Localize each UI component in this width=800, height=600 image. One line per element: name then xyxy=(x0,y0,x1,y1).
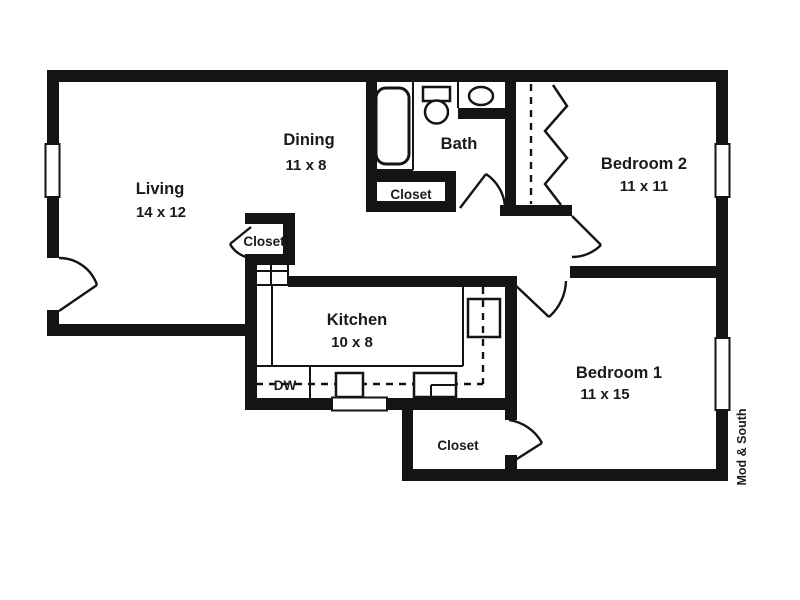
bedroom1-closet-label: Closet xyxy=(437,438,479,453)
wall-bathcloset-bottom xyxy=(366,201,456,212)
wall-left-mid xyxy=(47,196,59,258)
wall-bathcloset-top xyxy=(366,171,456,182)
wall-kitchen-right xyxy=(505,276,517,420)
bedroom1-window-icon xyxy=(714,337,731,411)
bedroom1-door-swing xyxy=(513,280,568,318)
kitchen-sink-icon xyxy=(334,371,365,399)
wall-bedroom-divider xyxy=(570,266,728,278)
utility-cabinet-dividers xyxy=(253,260,288,285)
plan-orientation-label: Mod & South xyxy=(735,408,749,485)
kitchen-dims: 10 x 8 xyxy=(331,334,373,351)
bedroom2-closet-symbols xyxy=(529,84,569,206)
wall-pantry-right xyxy=(283,213,295,265)
wall-kitchen-left xyxy=(245,255,257,410)
walls xyxy=(47,70,728,481)
stove-detail xyxy=(430,384,456,397)
wall-kitchen-top xyxy=(288,276,513,287)
dining-room-dims: 11 x 8 xyxy=(286,157,327,174)
windows xyxy=(44,143,731,412)
bedroom2-window-icon xyxy=(714,143,731,198)
bedroom1-label: Bedroom 1 xyxy=(576,364,662,382)
wall-bed2closet-bottom xyxy=(500,205,572,216)
wall-bottom xyxy=(402,469,728,481)
wall-living-bottom xyxy=(47,324,257,336)
bath-closet-label: Closet xyxy=(390,187,432,202)
labels: Living 14 x 12 Dining 11 x 8 Bath Closet… xyxy=(136,131,749,486)
wall-right-upper xyxy=(716,70,728,146)
wall-closet1-left xyxy=(402,410,413,481)
toilet-tank-icon xyxy=(421,85,452,103)
wall-bathcloset-right xyxy=(445,171,456,212)
toilet-bowl-icon xyxy=(423,99,450,125)
wall-left-upper xyxy=(47,70,59,146)
dishwasher-label: DW xyxy=(274,378,297,393)
kitchen-closet-door-swing xyxy=(228,226,252,260)
living-room-label: Living xyxy=(136,180,185,198)
living-window-icon xyxy=(44,143,61,198)
bedroom2-label: Bedroom 2 xyxy=(601,155,687,173)
bedroom1-dims: 11 x 15 xyxy=(580,386,629,403)
bedroom2-dims: 11 x 11 xyxy=(620,178,668,195)
bath-fixtures xyxy=(374,81,495,171)
entry-door-swing xyxy=(58,256,99,312)
wall-top xyxy=(47,70,728,82)
bath-label: Bath xyxy=(441,135,478,153)
living-room-dims: 14 x 12 xyxy=(136,204,186,221)
kitchen-window-icon xyxy=(331,396,388,412)
bedroom1-closet-door-swing xyxy=(508,418,544,466)
kitchen-closet-label: Closet xyxy=(243,234,285,249)
wall-right-lower xyxy=(716,409,728,481)
bedroom2-door-swing xyxy=(571,215,602,259)
bathtub-icon xyxy=(374,86,411,166)
bathroom-sink-icon xyxy=(467,85,495,107)
bifold-door-zigzag xyxy=(543,84,569,206)
wall-bath-left xyxy=(366,70,377,212)
dining-room-label: Dining xyxy=(283,131,334,149)
kitchen-details xyxy=(251,259,502,401)
doors xyxy=(58,173,602,466)
wall-pantry-top xyxy=(245,213,295,224)
bath-door-swing xyxy=(459,173,507,209)
wall-bath-right xyxy=(505,70,516,216)
bathtub-surround xyxy=(377,81,414,171)
kitchen-label: Kitchen xyxy=(327,311,388,329)
wall-sink-bottom xyxy=(458,108,516,119)
